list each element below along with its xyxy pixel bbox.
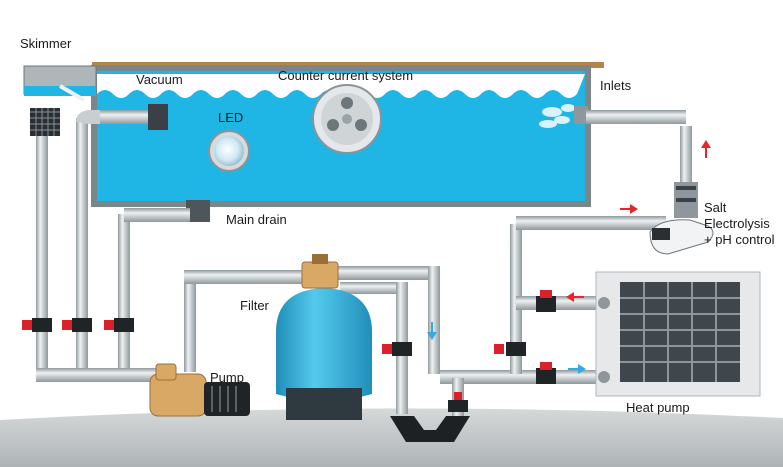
flow-arrows — [427, 140, 711, 374]
label-salt-1: Salt — [704, 200, 727, 215]
valve-icon — [22, 318, 52, 332]
label-counter-current: Counter current system — [278, 68, 414, 83]
label-inlets: Inlets — [600, 78, 632, 93]
pipe-network — [36, 110, 692, 442]
valve-icon — [494, 342, 526, 356]
led-light — [208, 130, 250, 172]
skimmer — [23, 65, 97, 136]
main-drain-fitting — [186, 200, 210, 222]
arrow-up-icon — [701, 140, 711, 158]
label-filter: Filter — [240, 298, 269, 313]
arrow-down-icon — [427, 322, 437, 340]
arrow-right-icon — [568, 364, 586, 374]
label-salt-2: Electrolysis — [704, 216, 770, 231]
vacuum-fitting — [100, 104, 168, 130]
arrow-right-icon — [620, 204, 638, 214]
valve-icon — [382, 342, 412, 356]
valve-icon — [448, 392, 468, 412]
inlet-bubbles — [539, 104, 575, 128]
valve-icon — [104, 318, 134, 332]
pump — [149, 363, 250, 417]
label-led: LED — [218, 110, 244, 125]
label-vacuum: Vacuum — [136, 72, 183, 87]
label-main-drain: Main drain — [226, 212, 287, 227]
label-skimmer: Skimmer — [20, 36, 72, 51]
salt-electrolysis-unit — [649, 182, 714, 255]
valve-icon — [536, 362, 556, 384]
arrow-left-icon — [566, 292, 584, 302]
sand-filter — [276, 254, 372, 420]
valve-icon — [62, 318, 92, 332]
vacuum-hose — [58, 84, 86, 102]
valves — [22, 290, 556, 412]
heat-pump-unit — [595, 271, 761, 397]
label-pump: Pump — [210, 370, 244, 385]
valve-icon — [536, 290, 556, 312]
label-heat-pump: Heat pump — [626, 400, 690, 415]
ground — [0, 408, 783, 467]
counter-current-unit — [312, 84, 382, 154]
inlet-fitting — [574, 106, 588, 124]
label-salt-3: + pH control — [704, 232, 775, 247]
